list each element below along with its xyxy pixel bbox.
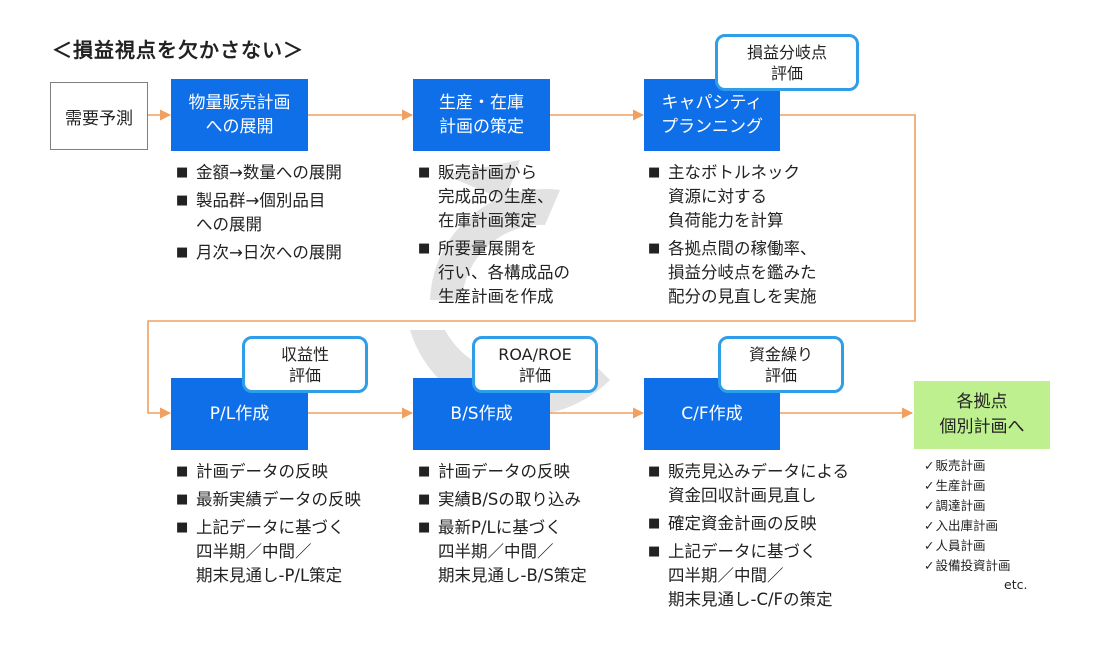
pl-creation-label: P/L作成 <box>209 404 270 424</box>
profitability-evaluation-label: 収益性 評価 <box>280 344 329 385</box>
arrow-capacity-to-pl <box>147 114 916 419</box>
production-plan-step: 生産・在庫 計画の策定 <box>413 79 550 151</box>
list-item: 所要量展開を 行い、各構成品の 生産計画を作成 <box>418 237 628 309</box>
cash-flow-evaluation-badge: 資金繰り 評価 <box>718 336 844 393</box>
sales-plan-step: 物量販売計画 への展開 <box>171 79 308 151</box>
list-item: 設備投資計画 <box>924 556 1044 576</box>
list-item: 製品群→個別品目 への展開 <box>176 189 406 237</box>
list-item: 生産計画 <box>924 476 1044 496</box>
sales-plan-label: 物量販売計画 への展開 <box>188 93 291 137</box>
pl-creation-bullets: 計画データの反映 最新実績データの反映 上記データに基づく 四半期／中間／ 期末… <box>176 460 412 592</box>
list-item: 金額→数量への展開 <box>176 161 406 185</box>
list-item: 上記データに基づく 四半期／中間／ 期末見通し-C/Fの策定 <box>648 540 910 612</box>
list-item: 計画データの反映 <box>176 460 412 484</box>
bs-creation-label: B/S作成 <box>450 404 513 424</box>
list-item: 人員計画 <box>924 536 1044 556</box>
list-item: 調達計画 <box>924 496 1044 516</box>
breakeven-evaluation-badge: 損益分岐点 評価 <box>715 34 859 91</box>
list-item: 計画データの反映 <box>418 460 644 484</box>
roa-roe-evaluation-label: ROA/ROE 評価 <box>498 344 572 385</box>
capacity-planning-bullets: 主なボトルネック 資源に対する 負荷能力を計算 各拠点間の稼働率、 損益分岐点を… <box>648 161 888 313</box>
list-item: 主なボトルネック 資源に対する 負荷能力を計算 <box>648 161 888 233</box>
roa-roe-evaluation-badge: ROA/ROE 評価 <box>472 336 598 393</box>
cf-creation-label: C/F作成 <box>681 404 743 424</box>
sales-plan-bullets: 金額→数量への展開 製品群→個別品目 への展開 月次→日次への展開 <box>176 161 406 269</box>
list-item: 上記データに基づく 四半期／中間／ 期末見通し-P/L策定 <box>176 516 412 588</box>
cash-flow-evaluation-label: 資金繰り 評価 <box>748 344 813 385</box>
production-plan-bullets: 販売計画から 完成品の生産、 在庫計画策定 所要量展開を 行い、各構成品の 生産… <box>418 161 628 313</box>
breakeven-evaluation-label: 損益分岐点 評価 <box>746 42 827 83</box>
individual-plans-box: 各拠点 個別計画へ <box>914 381 1050 449</box>
list-item: 入出庫計画 <box>924 516 1044 536</box>
list-item: 確定資金計画の反映 <box>648 512 910 536</box>
list-item: 各拠点間の稼働率、 損益分岐点を鑑みた 配分の見直しを実施 <box>648 237 888 309</box>
capacity-planning-label: キャパシティ プランニング <box>661 93 763 137</box>
list-item: 最新P/Lに基づく 四半期／中間／ 期末見通し-B/S策定 <box>418 516 644 588</box>
production-plan-label: 生産・在庫 計画の策定 <box>439 93 524 137</box>
list-item: 販売計画 <box>924 456 1044 476</box>
cf-creation-bullets: 販売見込みデータによる 資金回収計画見直し 確定資金計画の反映 上記データに基づ… <box>648 460 910 616</box>
demand-forecast-label: 需要予測 <box>65 108 133 129</box>
demand-forecast-box: 需要予測 <box>50 82 148 150</box>
list-item: 実績B/Sの取り込み <box>418 488 644 512</box>
profitability-evaluation-badge: 収益性 評価 <box>242 336 368 393</box>
list-item: 最新実績データの反映 <box>176 488 412 512</box>
list-item: 月次→日次への展開 <box>176 241 406 265</box>
etc-label: etc. <box>1004 577 1028 592</box>
page-title: ＜損益視点を欠かさない＞ <box>52 38 304 62</box>
list-item: 販売見込みデータによる 資金回収計画見直し <box>648 460 910 508</box>
list-item: 販売計画から 完成品の生産、 在庫計画策定 <box>418 161 628 233</box>
capacity-planning-step: キャパシティ プランニング <box>644 79 780 151</box>
individual-plans-label: 各拠点 個別計画へ <box>939 392 1025 437</box>
bs-creation-bullets: 計画データの反映 実績B/Sの取り込み 最新P/Lに基づく 四半期／中間／ 期末… <box>418 460 644 592</box>
individual-plans-checklist: 販売計画 生産計画 調達計画 入出庫計画 人員計画 設備投資計画 <box>924 456 1044 576</box>
